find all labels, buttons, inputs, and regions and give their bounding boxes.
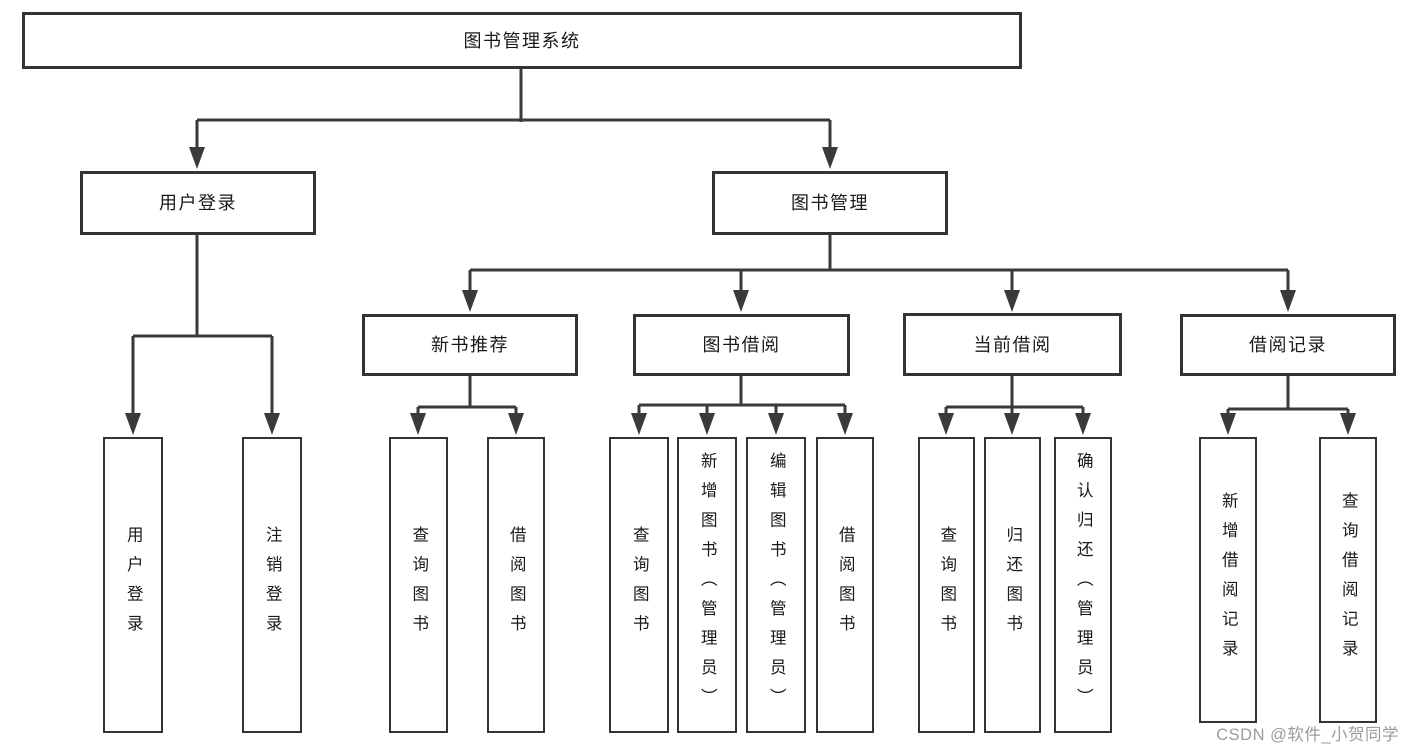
node-root: 图书管理系统 <box>22 12 1022 69</box>
node-borrow-record: 借阅记录 <box>1180 314 1396 376</box>
leaf-edit-book-admin: 编辑图书（管理员） <box>746 437 806 733</box>
leaf-add-book-admin: 新增图书（管理员） <box>677 437 737 733</box>
arrowheads <box>125 147 1356 435</box>
leaf-add-borrow-record: 新增借阅记录 <box>1199 437 1257 723</box>
node-new-book-recommend: 新书推荐 <box>362 314 578 376</box>
leaf-return-book: 归还图书 <box>984 437 1041 733</box>
leaf-user-login: 用户登录 <box>103 437 163 733</box>
leaf-confirm-return-admin: 确认归还（管理员） <box>1054 437 1112 733</box>
node-user-login: 用户登录 <box>80 171 316 235</box>
leaf-borrow-book-recommend: 借阅图书 <box>487 437 545 733</box>
leaf-query-book-recommend: 查询图书 <box>389 437 448 733</box>
leaf-logout: 注销登录 <box>242 437 302 733</box>
leaf-query-borrow-record: 查询借阅记录 <box>1319 437 1377 723</box>
node-book-management: 图书管理 <box>712 171 948 235</box>
node-book-borrow: 图书借阅 <box>633 314 850 376</box>
csdn-watermark: CSDN @软件_小贺同学 <box>1216 726 1399 744</box>
node-current-borrow: 当前借阅 <box>903 313 1122 376</box>
leaf-query-book-borrow: 查询图书 <box>609 437 669 733</box>
leaf-borrow-book: 借阅图书 <box>816 437 874 733</box>
tree-edges <box>131 69 1350 419</box>
leaf-query-book-current: 查询图书 <box>918 437 975 733</box>
